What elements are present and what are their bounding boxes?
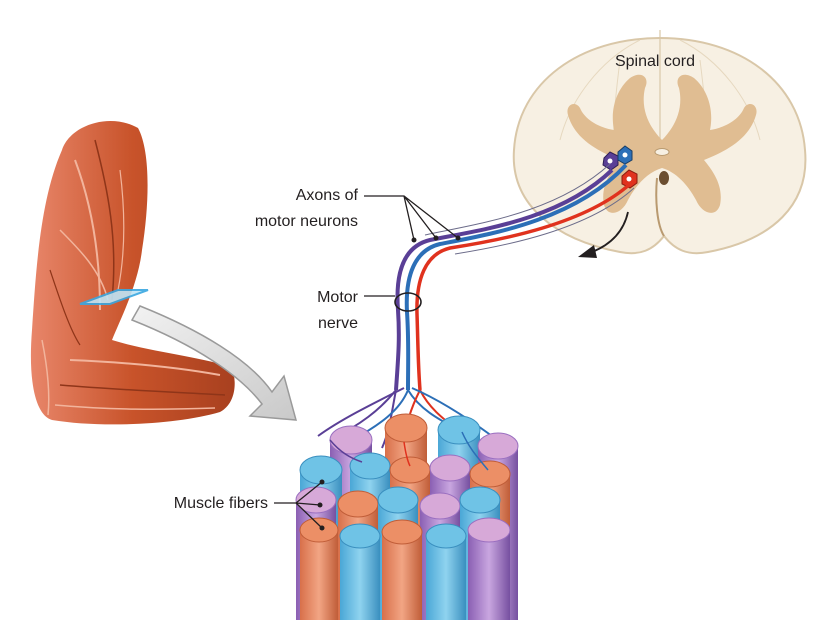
muscle-fibers-label: Muscle fibers — [174, 495, 268, 512]
axons-label-line2: motor neurons — [255, 213, 358, 230]
motor-nerve-label-line2: nerve — [318, 315, 358, 332]
arm-illustration — [31, 121, 235, 424]
spinal-cord-label: Spinal cord — [615, 53, 695, 70]
motor-nerve-label-line1: Motor — [317, 289, 359, 306]
muscle-fiber-bundle — [296, 414, 518, 620]
axons-leader-line — [364, 196, 458, 240]
label-motor-nerve: Motor nerve — [317, 289, 395, 332]
label-spinal-cord: Spinal cord — [615, 53, 695, 70]
axons-label-line1: Axons of — [296, 187, 359, 204]
